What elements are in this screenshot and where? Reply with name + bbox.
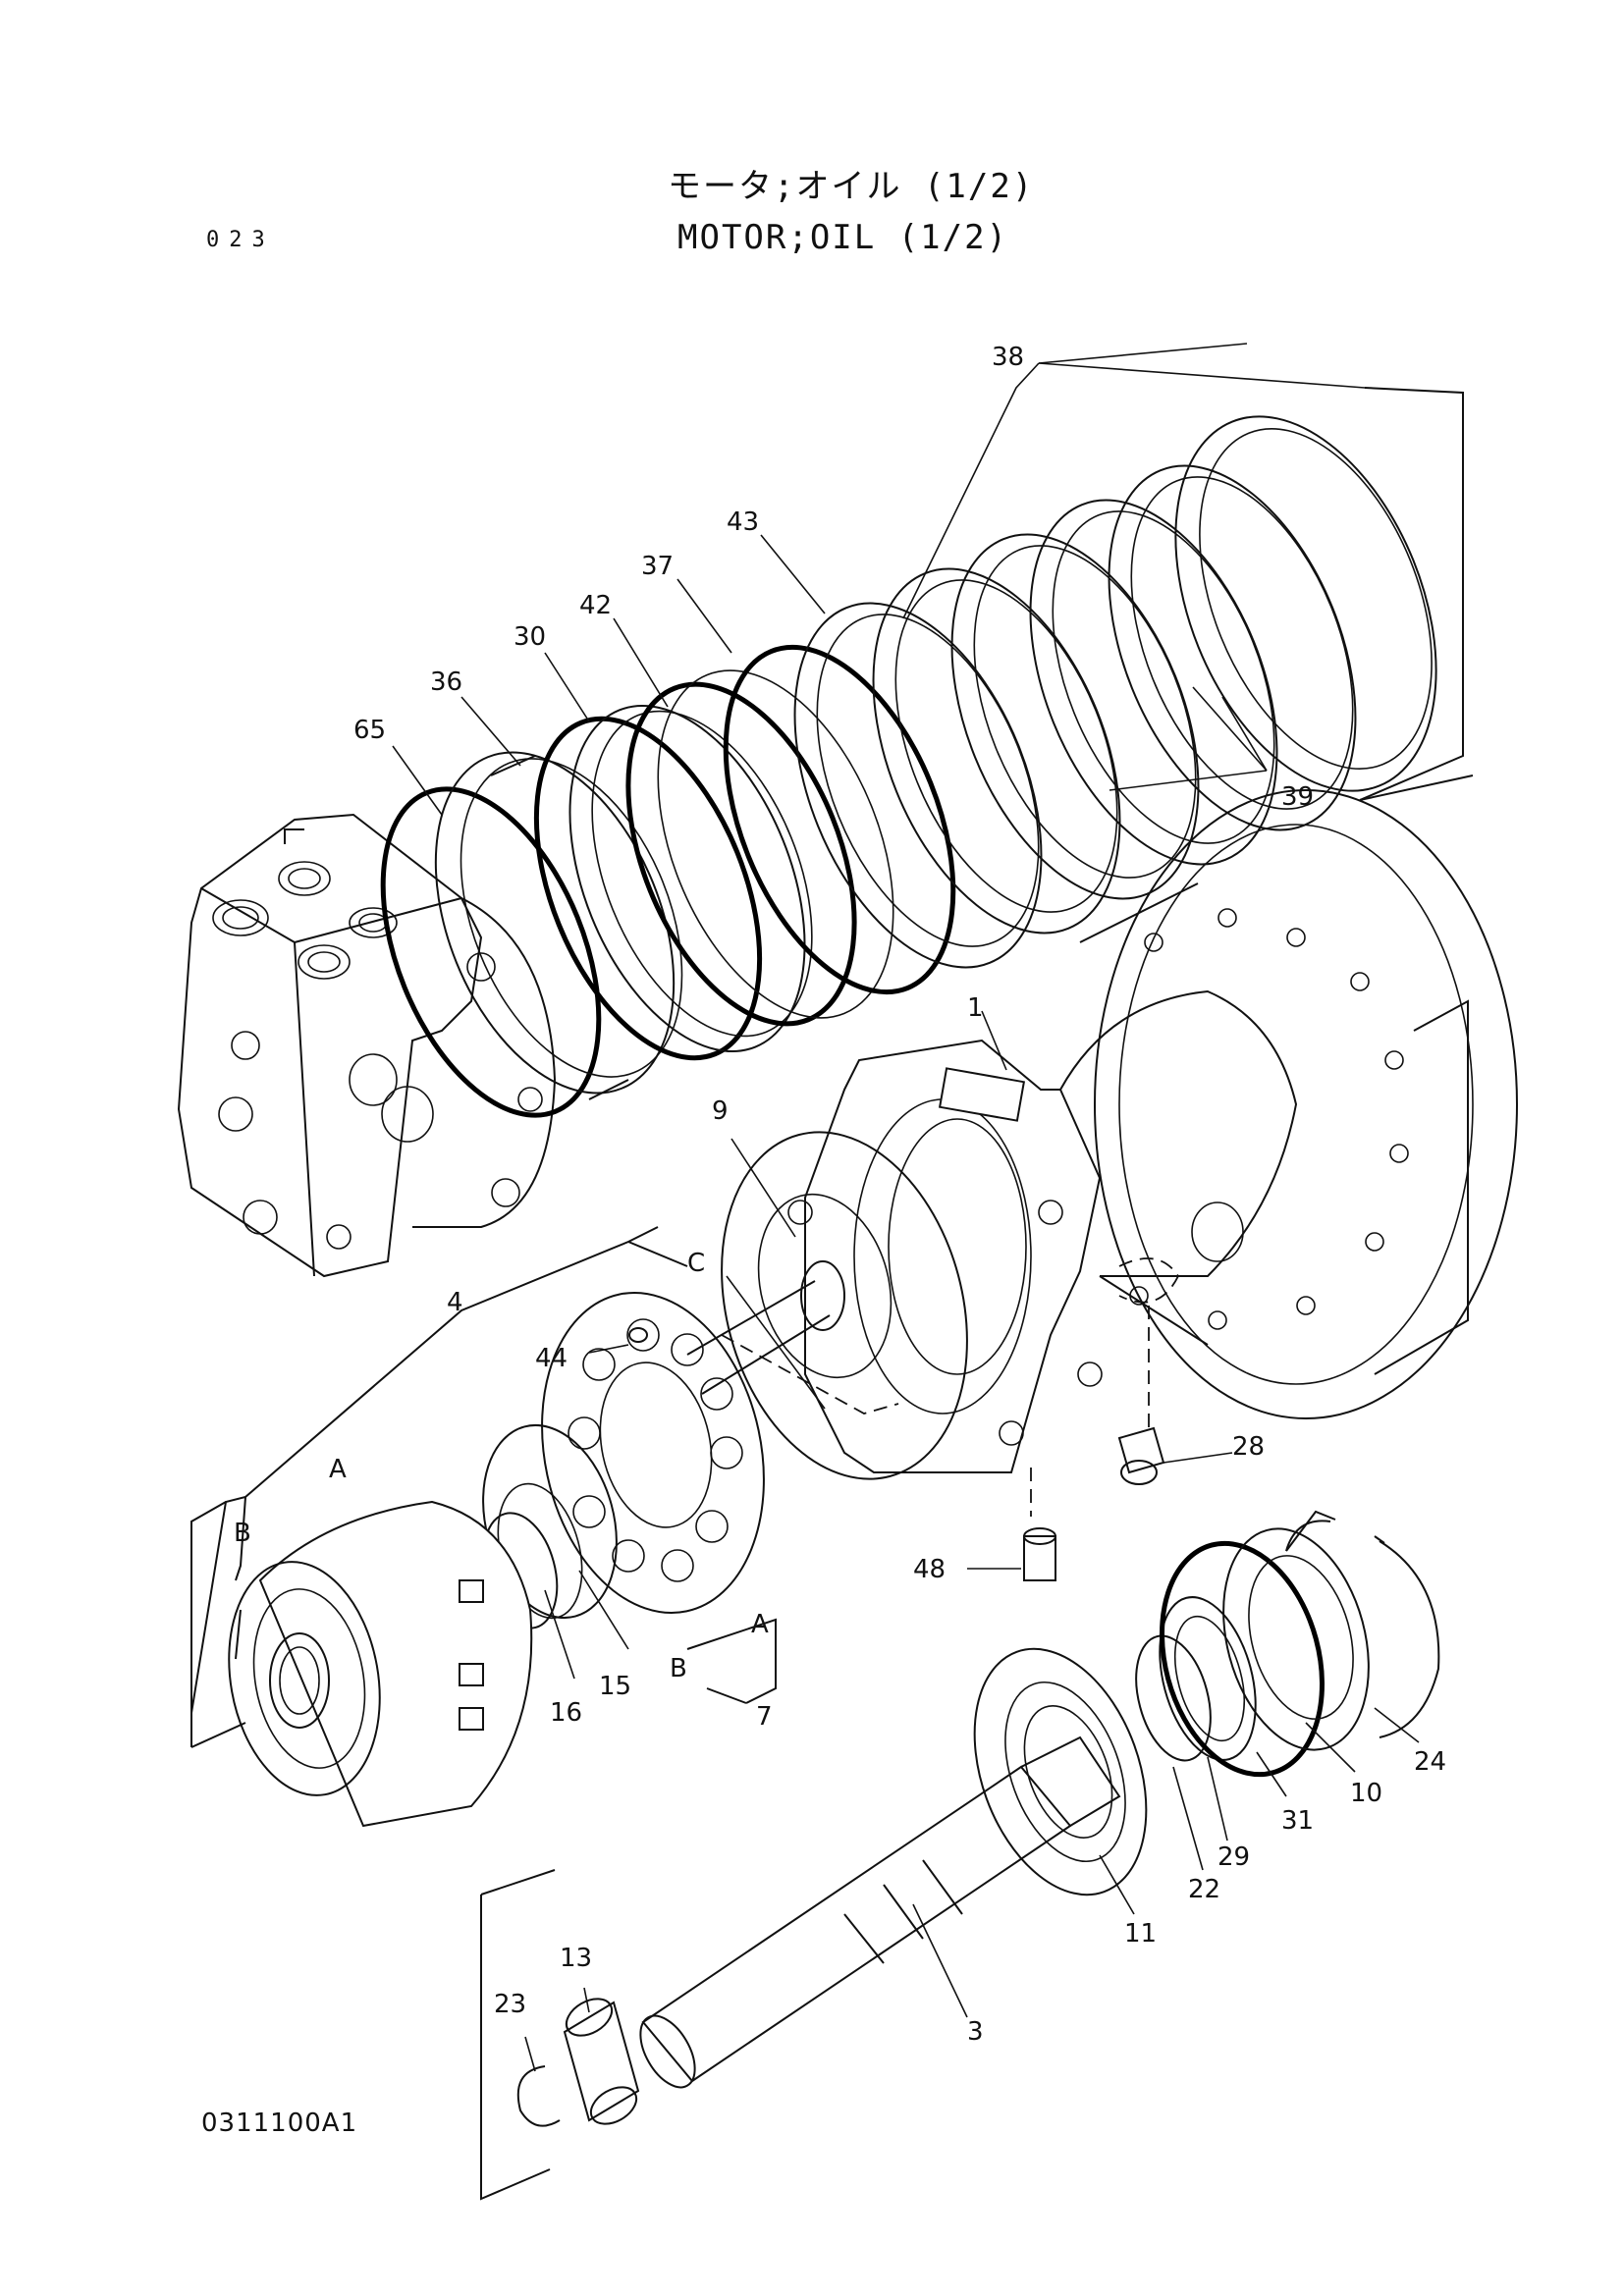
- callout-43: 43: [727, 507, 759, 537]
- output-shaft: [639, 1735, 1121, 2089]
- callout-1: 1: [967, 993, 984, 1023]
- small-rings: [1023, 1426, 1440, 1778]
- ref-label-c: C: [687, 1249, 705, 1278]
- callout-13: 13: [560, 1944, 592, 1973]
- callout-30: 30: [514, 622, 546, 652]
- callout-38: 38: [992, 343, 1024, 372]
- callout-3: 3: [967, 2017, 984, 2047]
- callout-23: 23: [494, 1990, 526, 2019]
- ref-label-b-right: B: [670, 1654, 687, 1683]
- callout-65: 65: [353, 716, 386, 745]
- ref-label-b-left: B: [234, 1519, 251, 1548]
- title-english: MOTOR;OIL (1/2): [677, 218, 1009, 257]
- valve-block: [177, 813, 557, 1278]
- ref-label-a-left: A: [329, 1455, 347, 1484]
- valve-plate: [482, 1291, 765, 1629]
- bearing: [973, 1647, 1148, 1896]
- callout-31: 31: [1281, 1806, 1314, 1836]
- bushing-and-ring: [480, 1869, 640, 2201]
- callout-37: 37: [641, 552, 674, 581]
- callout-36: 36: [430, 667, 462, 697]
- callout-4: 4: [447, 1288, 463, 1317]
- ref-label-a-right: A: [751, 1610, 769, 1639]
- callout-24: 24: [1414, 1747, 1446, 1777]
- callout-7: 7: [756, 1702, 773, 1732]
- motor-housing: [787, 789, 1518, 1517]
- title-japanese: モータ;オイル (1/2): [668, 167, 1035, 206]
- leader-lines: [392, 343, 1420, 2072]
- brake-plate: [686, 1131, 968, 1480]
- callout-22: 22: [1188, 1875, 1220, 1904]
- callout-39: 39: [1281, 782, 1314, 812]
- callout-9: 9: [712, 1096, 729, 1126]
- group-bracket-7: [686, 1618, 777, 1704]
- callout-29: 29: [1217, 1842, 1250, 1872]
- callout-48: 48: [913, 1555, 946, 1584]
- callout-16: 16: [550, 1698, 582, 1728]
- callout-11: 11: [1124, 1919, 1157, 1949]
- ring-stack: [380, 387, 1474, 1118]
- page-number: 023: [206, 228, 275, 252]
- callout-28: 28: [1232, 1432, 1265, 1462]
- callout-10: 10: [1350, 1779, 1382, 1808]
- callout-44: 44: [535, 1344, 568, 1373]
- cylinder-block: [228, 1500, 533, 1828]
- drawing-number: 0311100A1: [201, 2109, 358, 2138]
- callout-42: 42: [579, 591, 612, 620]
- callout-15: 15: [599, 1672, 631, 1701]
